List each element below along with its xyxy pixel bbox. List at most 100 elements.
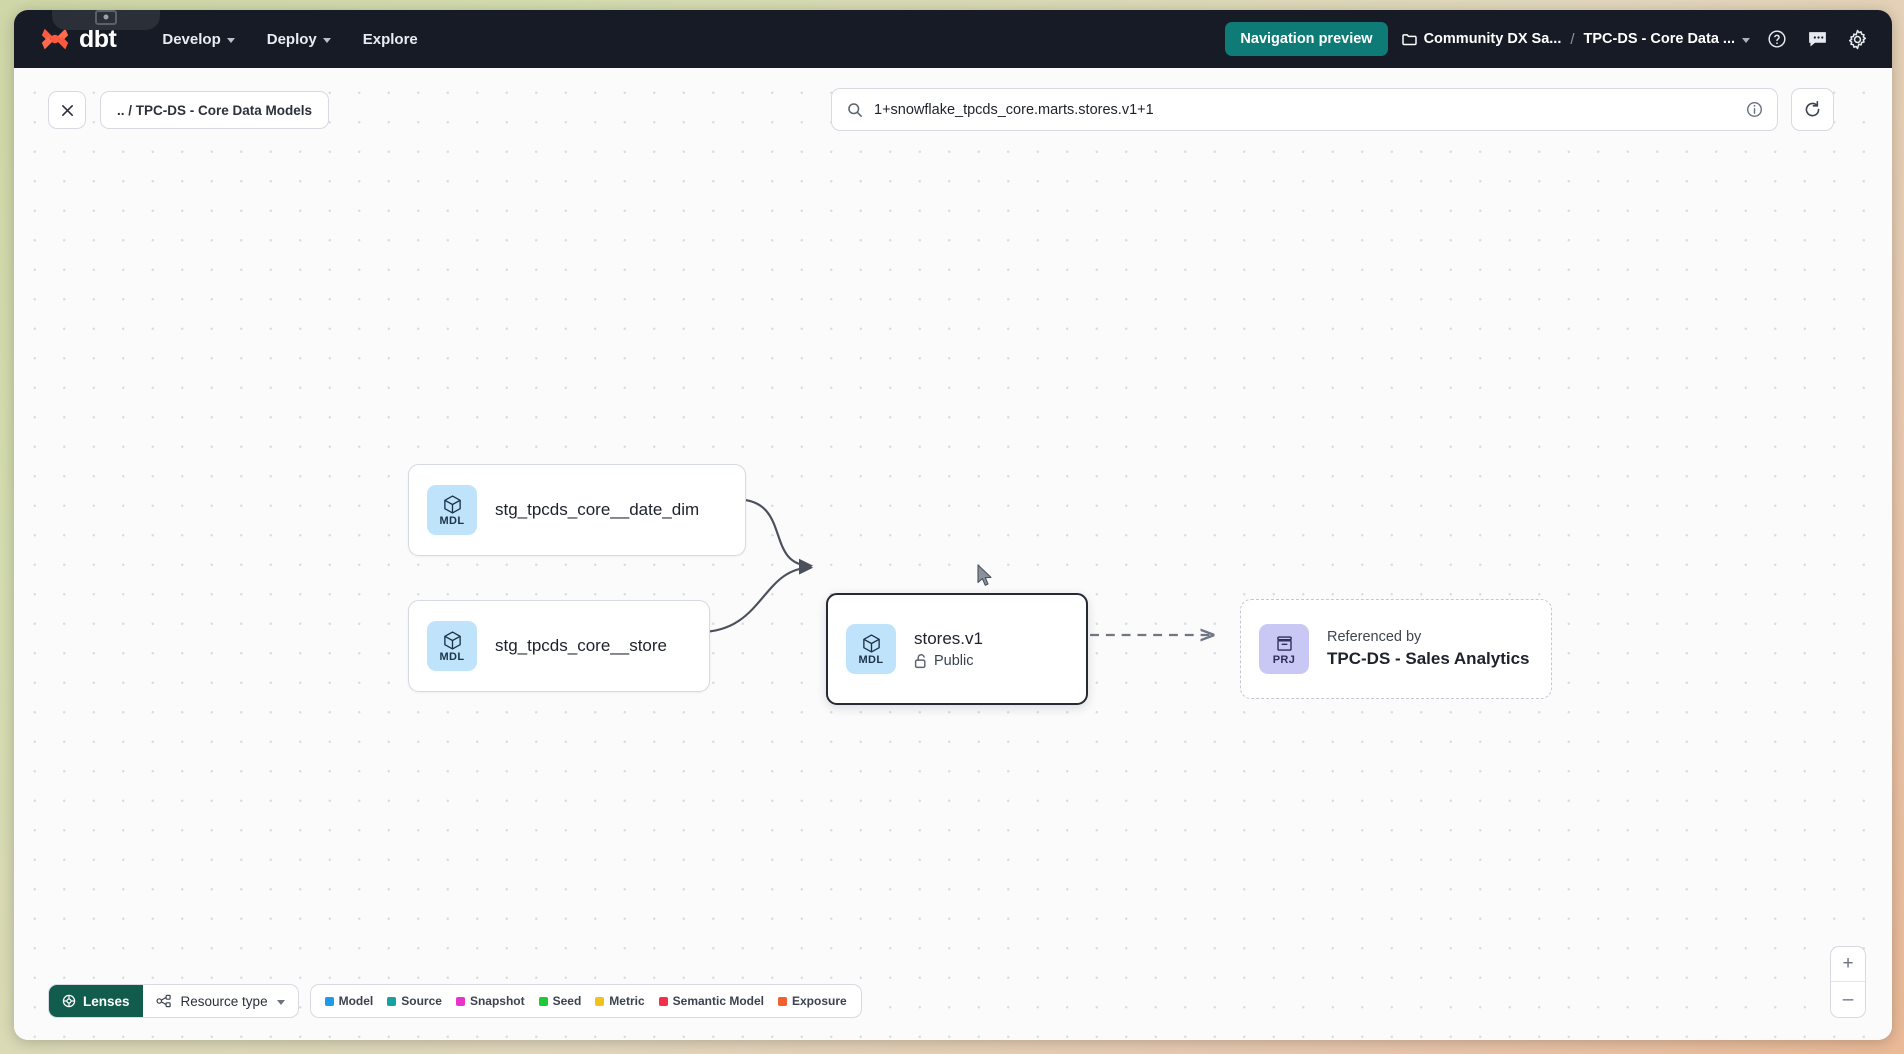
node-type-badge-mdl: MDL [846, 624, 896, 674]
lineage-node-title: stores.v1 [914, 629, 983, 648]
lenses-button[interactable]: Lenses [49, 985, 143, 1017]
breadcrumb-project[interactable]: TPC-DS - Core Data ... [1584, 31, 1750, 47]
refresh-button[interactable] [1791, 88, 1834, 131]
chat-bubble-icon [1808, 32, 1826, 47]
legend-label: Exposure [792, 994, 847, 1008]
lineage-graph: MDL stg_tpcds_core__date_dim MDL stg_tpc… [14, 68, 1892, 1040]
search-icon [848, 102, 862, 117]
resource-type-legend: Model Source Snapshot Seed Metric [309, 984, 862, 1018]
legend-item-snapshot: Snapshot [455, 994, 525, 1008]
chevron-down-icon [226, 37, 235, 43]
node-type-badge-label: MDL [439, 514, 465, 527]
chevron-down-icon [1742, 37, 1750, 43]
top-navigation-bar: dbt Develop Deploy Explore Navigation pr… [14, 10, 1892, 68]
lineage-node-stores-v1[interactable]: MDL stores.v1 Public [826, 593, 1088, 705]
node-type-badge-prj: PRJ [1259, 624, 1309, 674]
info-circle-icon[interactable] [1746, 101, 1763, 118]
account-breadcrumb: Community DX Sa... / TPC-DS - Core Data … [1401, 30, 1750, 48]
close-x-icon [61, 104, 73, 116]
lineage-node-stg-date-dim[interactable]: MDL stg_tpcds_core__date_dim [408, 464, 746, 556]
question-circle-icon [1768, 30, 1786, 48]
legend-swatch [324, 996, 334, 1006]
lineage-node-stg-store[interactable]: MDL stg_tpcds_core__store [408, 600, 710, 692]
help-button[interactable] [1764, 26, 1790, 52]
top-nav-right-cluster: Navigation preview Community DX Sa... / … [1225, 22, 1870, 56]
lens-icon [62, 994, 76, 1008]
nav-item-develop[interactable]: Develop [150, 24, 246, 55]
lineage-node-title: TPC-DS - Sales Analytics [1327, 649, 1530, 668]
legend-swatch [538, 996, 548, 1006]
legend-swatch [387, 996, 397, 1006]
lineage-canvas[interactable]: .. / TPC-DS - Core Data Models [14, 68, 1892, 1040]
node-type-badge-label: MDL [858, 653, 884, 666]
legend-label: Model [338, 994, 374, 1008]
node-type-badge-label: PRJ [1272, 653, 1296, 666]
legend-label: Seed [552, 994, 582, 1008]
search-area [831, 88, 1834, 131]
unlock-icon [914, 654, 926, 669]
navigation-preview-button[interactable]: Navigation preview [1225, 22, 1388, 56]
breadcrumb-account[interactable]: Community DX Sa... [1401, 31, 1562, 47]
lineage-node-access-label: Public [934, 653, 974, 669]
lineage-node-sales-analytics[interactable]: PRJ Referenced by TPC-DS - Sales Analyti… [1240, 599, 1552, 699]
legend-item-exposure: Exposure [778, 994, 847, 1008]
lenses-segment: Lenses Resource type [48, 984, 299, 1018]
primary-nav: Develop Deploy Explore [150, 24, 429, 55]
cube-icon [443, 630, 461, 650]
resource-type-label: Resource type [180, 993, 268, 1009]
legend-item-model: Model [324, 994, 374, 1008]
lineage-node-title: stg_tpcds_core__store [495, 636, 667, 655]
node-type-badge-label: MDL [439, 650, 465, 663]
close-lineage-button[interactable] [48, 91, 86, 129]
zoom-out-button[interactable]: – [1842, 988, 1854, 1010]
breadcrumb-pill[interactable]: .. / TPC-DS - Core Data Models [100, 91, 330, 129]
legend-label: Source [401, 994, 442, 1008]
legend-swatch [658, 996, 668, 1006]
cube-icon [862, 633, 880, 653]
chevron-down-icon [322, 37, 331, 43]
dbt-x-logo-icon [41, 28, 69, 50]
webcam-notch [52, 10, 160, 30]
dbt-brand[interactable]: dbt [40, 24, 117, 54]
resource-type-filter[interactable]: Resource type [143, 985, 298, 1017]
zoom-in-button[interactable]: + [1831, 947, 1865, 982]
node-type-badge-mdl: MDL [427, 621, 477, 671]
legend-item-metric: Metric [595, 994, 645, 1008]
lineage-node-access: Public [914, 653, 983, 669]
settings-button[interactable] [1844, 26, 1870, 52]
nav-item-explore[interactable]: Explore [351, 24, 430, 55]
nav-item-explore-label: Explore [362, 30, 418, 48]
folder-icon [1401, 33, 1417, 45]
search-box[interactable] [831, 88, 1778, 131]
nav-item-deploy[interactable]: Deploy [255, 24, 343, 55]
lenses-button-label: Lenses [83, 993, 130, 1009]
webcam-icon [95, 10, 117, 25]
legend-item-source: Source [387, 994, 442, 1008]
feedback-button[interactable] [1804, 26, 1830, 52]
lineage-node-title: stg_tpcds_core__date_dim [495, 500, 700, 519]
legend-swatch [595, 996, 605, 1006]
search-input[interactable] [874, 101, 1735, 118]
breadcrumb-account-label: Community DX Sa... [1423, 31, 1562, 47]
legend-item-semantic-model: Semantic Model [658, 994, 764, 1008]
lineage-bottom-toolbar: Lenses Resource type Model [48, 984, 862, 1018]
refresh-icon [1805, 100, 1820, 117]
legend-label: Semantic Model [672, 994, 764, 1008]
breadcrumb-separator: / [1570, 30, 1575, 48]
lineage-node-body: Referenced by TPC-DS - Sales Analytics [1327, 629, 1530, 669]
chevron-down-icon [276, 999, 285, 1005]
brand-text: dbt [79, 24, 117, 53]
legend-swatch [455, 996, 465, 1006]
lineage-node-body: stores.v1 Public [914, 629, 983, 669]
project-stack-icon [1276, 635, 1292, 651]
lineage-subbar: .. / TPC-DS - Core Data Models [14, 88, 1892, 132]
nav-item-deploy-label: Deploy [266, 30, 317, 48]
breadcrumb-project-label: TPC-DS - Core Data ... [1583, 31, 1735, 47]
legend-item-seed: Seed [538, 994, 582, 1008]
app-window: dbt Develop Deploy Explore Navigation pr… [14, 10, 1892, 1040]
legend-swatch [778, 996, 787, 1006]
legend-label: Snapshot [469, 994, 525, 1008]
lineage-node-eyebrow: Referenced by [1327, 629, 1422, 645]
gear-icon [1848, 29, 1866, 49]
nav-item-develop-label: Develop [162, 30, 221, 48]
